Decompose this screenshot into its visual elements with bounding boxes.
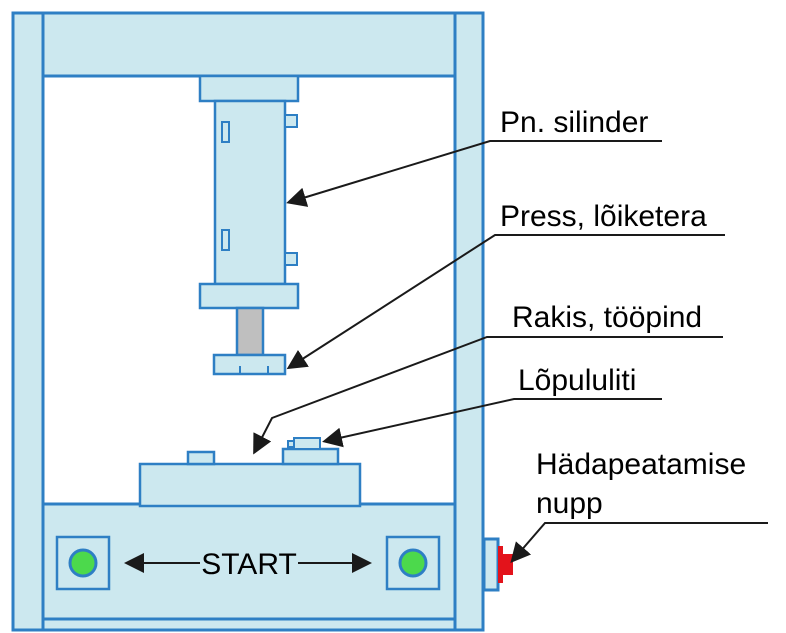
start-button-left[interactable] [55, 535, 111, 591]
press-blade [212, 353, 287, 376]
label-estop-line2: nupp [536, 487, 603, 520]
label-estop-line1: Hädapeatamise [536, 448, 746, 481]
leader-cylinder [286, 140, 662, 207]
leader-estop [510, 522, 768, 564]
piston-rod [235, 306, 265, 357]
label-press: Press, lõiketera [500, 200, 707, 233]
start-button-right[interactable] [385, 535, 441, 591]
start-label: START [201, 548, 297, 581]
leader-table [253, 336, 723, 455]
work-table [138, 450, 362, 508]
label-cylinder: Pn. silinder [500, 106, 648, 139]
emergency-stop-button[interactable] [482, 537, 513, 592]
label-table: Rakis, tööpind [512, 301, 702, 334]
pneumatic-cylinder [198, 74, 300, 310]
label-limit-switch: Lõpululiti [518, 364, 636, 397]
leader-press [286, 234, 725, 370]
limit-switch [281, 437, 340, 466]
frame-top-beam [41, 11, 457, 78]
leader-limit-switch [322, 398, 662, 448]
